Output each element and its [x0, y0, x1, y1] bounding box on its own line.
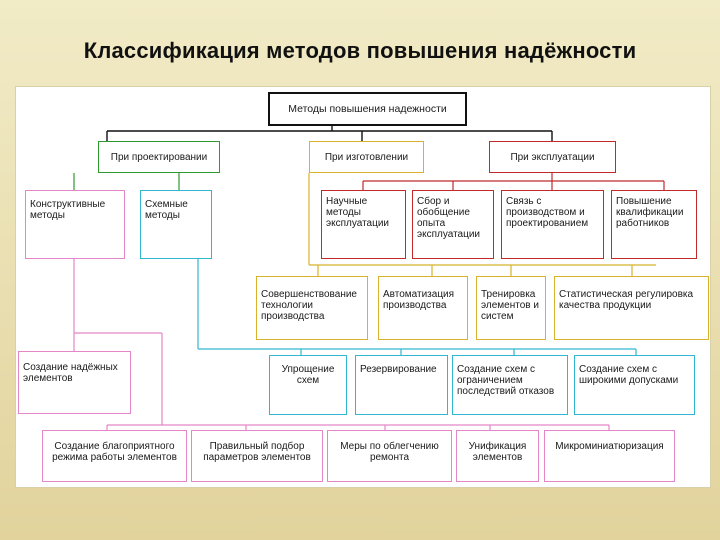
manufacturing-connectors	[308, 173, 656, 276]
connector-lines	[73, 126, 665, 430]
operation-connectors	[362, 173, 665, 190]
reliable-elements-node: Создание надёжных элементов	[18, 351, 131, 414]
constructive-methods-node: Конструктивные методы	[25, 190, 125, 259]
failure-limited-schemes-node: Создание схем с ограничением последствий…	[452, 355, 568, 415]
automation-node: Автоматизация производства	[378, 276, 468, 340]
slide-title: Классификация методов повышения надёжнос…	[83, 38, 637, 63]
right-selection-node: Правильный подбор параметров элементов	[191, 430, 323, 482]
training-node: Тренировка элементов и систем	[476, 276, 546, 340]
design-node: При проектировании	[98, 141, 220, 173]
unification-node: Унификация элементов	[456, 430, 539, 482]
root-node: Методы повышения надежности	[268, 92, 467, 126]
classification-diagram: Методы повышения надежности При проектир…	[15, 86, 711, 488]
statistical-regulation-node: Статистическая регулировка качества прод…	[554, 276, 709, 340]
scientific-methods-node: Научные методы эксплуатации	[321, 190, 406, 259]
favorable-mode-node: Создание благоприятного режима работы эл…	[42, 430, 187, 482]
wide-tolerance-schemes-node: Создание схем с широкими допусками	[574, 355, 695, 415]
redundancy-node: Резервирование	[355, 355, 448, 415]
microminiaturization-node: Микроминиатюризация	[544, 430, 675, 482]
operation-node: При эксплуатации	[489, 141, 616, 173]
design-connectors	[73, 173, 180, 190]
staff-qualification-node: Повышение квалификации работников	[611, 190, 697, 259]
technology-improvement-node: Совершенствование технологии производств…	[256, 276, 368, 340]
production-link-node: Связь с производством и проектированием	[501, 190, 604, 259]
elements-connectors	[73, 259, 610, 430]
schematic-methods-node: Схемные методы	[140, 190, 212, 259]
experience-collection-node: Сбор и обобщение опыта эксплуатации	[412, 190, 494, 259]
root-connectors	[106, 126, 553, 141]
repair-facilitation-node: Меры по облегчению ремонта	[327, 430, 452, 482]
schematic-connectors	[197, 259, 637, 355]
manufacturing-node: При изготовлении	[309, 141, 424, 173]
simplification-node: Упрощение схем	[269, 355, 347, 415]
